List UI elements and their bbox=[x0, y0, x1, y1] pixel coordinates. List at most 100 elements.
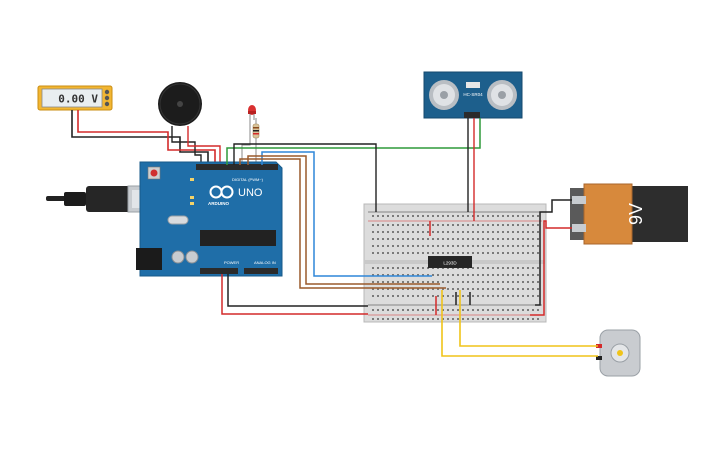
breadboard-hole[interactable] bbox=[392, 231, 394, 233]
breadboard-hole[interactable] bbox=[487, 238, 489, 240]
breadboard-hole[interactable] bbox=[387, 267, 389, 269]
breadboard-hole[interactable] bbox=[402, 281, 404, 283]
breadboard-hole[interactable] bbox=[382, 267, 384, 269]
breadboard-hole[interactable] bbox=[467, 238, 469, 240]
breadboard-hole[interactable] bbox=[497, 231, 499, 233]
breadboard-hole[interactable] bbox=[432, 318, 434, 320]
breadboard-hole[interactable] bbox=[502, 281, 504, 283]
breadboard-hole[interactable] bbox=[372, 267, 374, 269]
breadboard-hole[interactable] bbox=[412, 245, 414, 247]
breadboard-hole[interactable] bbox=[397, 318, 399, 320]
breadboard-hole[interactable] bbox=[382, 295, 384, 297]
wire-brown-2[interactable] bbox=[239, 158, 446, 289]
breadboard-hole[interactable] bbox=[412, 231, 414, 233]
breadboard-hole[interactable] bbox=[512, 224, 514, 226]
breadboard-hole[interactable] bbox=[472, 295, 474, 297]
breadboard-holes[interactable] bbox=[372, 215, 539, 320]
breadboard-hole[interactable] bbox=[512, 281, 514, 283]
breadboard-hole[interactable] bbox=[442, 252, 444, 254]
breadboard-hole[interactable] bbox=[417, 267, 419, 269]
breadboard-hole[interactable] bbox=[487, 318, 489, 320]
breadboard-hole[interactable] bbox=[512, 215, 514, 217]
breadboard-hole[interactable] bbox=[447, 238, 449, 240]
breadboard-hole[interactable] bbox=[467, 274, 469, 276]
breadboard-hole[interactable] bbox=[412, 252, 414, 254]
breadboard-hole[interactable] bbox=[417, 274, 419, 276]
breadboard-hole[interactable] bbox=[422, 252, 424, 254]
breadboard-hole[interactable] bbox=[412, 309, 414, 311]
breadboard-hole[interactable] bbox=[457, 215, 459, 217]
breadboard-hole[interactable] bbox=[527, 318, 529, 320]
breadboard-hole[interactable] bbox=[537, 224, 539, 226]
breadboard-hole[interactable] bbox=[487, 231, 489, 233]
breadboard-hole[interactable] bbox=[532, 252, 534, 254]
breadboard-hole[interactable] bbox=[452, 231, 454, 233]
breadboard-hole[interactable] bbox=[497, 288, 499, 290]
breadboard-hole[interactable] bbox=[372, 309, 374, 311]
breadboard-hole[interactable] bbox=[517, 267, 519, 269]
breadboard-hole[interactable] bbox=[462, 252, 464, 254]
breadboard-hole[interactable] bbox=[377, 318, 379, 320]
ultrasonic-sensor[interactable]: HC-SR04 bbox=[423, 71, 523, 119]
breadboard-hole[interactable] bbox=[412, 215, 414, 217]
breadboard-hole[interactable] bbox=[462, 318, 464, 320]
breadboard-hole[interactable] bbox=[407, 318, 409, 320]
breadboard-hole[interactable] bbox=[377, 231, 379, 233]
breadboard-hole[interactable] bbox=[532, 231, 534, 233]
breadboard-hole[interactable] bbox=[427, 215, 429, 217]
breadboard-hole[interactable] bbox=[442, 224, 444, 226]
breadboard-hole[interactable] bbox=[427, 295, 429, 297]
multimeter-probe-com[interactable] bbox=[104, 89, 110, 95]
breadboard-hole[interactable] bbox=[487, 281, 489, 283]
breadboard-hole[interactable] bbox=[497, 238, 499, 240]
breadboard-hole[interactable] bbox=[387, 318, 389, 320]
breadboard-hole[interactable] bbox=[497, 274, 499, 276]
battery-9v[interactable]: 9V bbox=[570, 183, 688, 245]
breadboard-hole[interactable] bbox=[522, 245, 524, 247]
breadboard-hole[interactable] bbox=[387, 281, 389, 283]
breadboard-hole[interactable] bbox=[392, 295, 394, 297]
breadboard-hole[interactable] bbox=[527, 274, 529, 276]
breadboard-hole[interactable] bbox=[397, 245, 399, 247]
breadboard-hole[interactable] bbox=[532, 215, 534, 217]
breadboard-hole[interactable] bbox=[377, 309, 379, 311]
breadboard-hole[interactable] bbox=[397, 281, 399, 283]
breadboard-hole[interactable] bbox=[522, 267, 524, 269]
breadboard-hole[interactable] bbox=[472, 281, 474, 283]
breadboard-hole[interactable] bbox=[527, 295, 529, 297]
breadboard-hole[interactable] bbox=[537, 252, 539, 254]
breadboard-hole[interactable] bbox=[402, 238, 404, 240]
breadboard-hole[interactable] bbox=[422, 267, 424, 269]
breadboard-hole[interactable] bbox=[457, 274, 459, 276]
wire-yellow-2[interactable] bbox=[459, 290, 598, 347]
breadboard-hole[interactable] bbox=[467, 245, 469, 247]
breadboard-hole[interactable] bbox=[382, 318, 384, 320]
breadboard-hole[interactable] bbox=[372, 281, 374, 283]
wire-black-gnd[interactable] bbox=[233, 143, 377, 212]
breadboard-hole[interactable] bbox=[397, 238, 399, 240]
breadboard-hole[interactable] bbox=[402, 295, 404, 297]
multimeter-probe-a[interactable] bbox=[104, 101, 110, 107]
breadboard-hole[interactable] bbox=[482, 245, 484, 247]
breadboard-hole[interactable] bbox=[477, 238, 479, 240]
breadboard-hole[interactable] bbox=[472, 318, 474, 320]
breadboard-hole[interactable] bbox=[382, 224, 384, 226]
wire-yellow-1[interactable] bbox=[441, 290, 598, 357]
breadboard-hole[interactable] bbox=[432, 295, 434, 297]
breadboard-hole[interactable] bbox=[482, 252, 484, 254]
breadboard-hole[interactable] bbox=[447, 231, 449, 233]
breadboard-hole[interactable] bbox=[397, 267, 399, 269]
breadboard-hole[interactable] bbox=[537, 238, 539, 240]
breadboard-hole[interactable] bbox=[492, 238, 494, 240]
wire-led-cathode[interactable] bbox=[241, 120, 251, 165]
breadboard-hole[interactable] bbox=[462, 281, 464, 283]
breadboard-hole[interactable] bbox=[532, 295, 534, 297]
breadboard-hole[interactable] bbox=[492, 295, 494, 297]
breadboard-hole[interactable] bbox=[492, 274, 494, 276]
breadboard-hole[interactable] bbox=[492, 224, 494, 226]
breadboard-hole[interactable] bbox=[502, 274, 504, 276]
breadboard-hole[interactable] bbox=[472, 309, 474, 311]
breadboard-hole[interactable] bbox=[502, 318, 504, 320]
breadboard-hole[interactable] bbox=[482, 231, 484, 233]
breadboard-hole[interactable] bbox=[432, 252, 434, 254]
